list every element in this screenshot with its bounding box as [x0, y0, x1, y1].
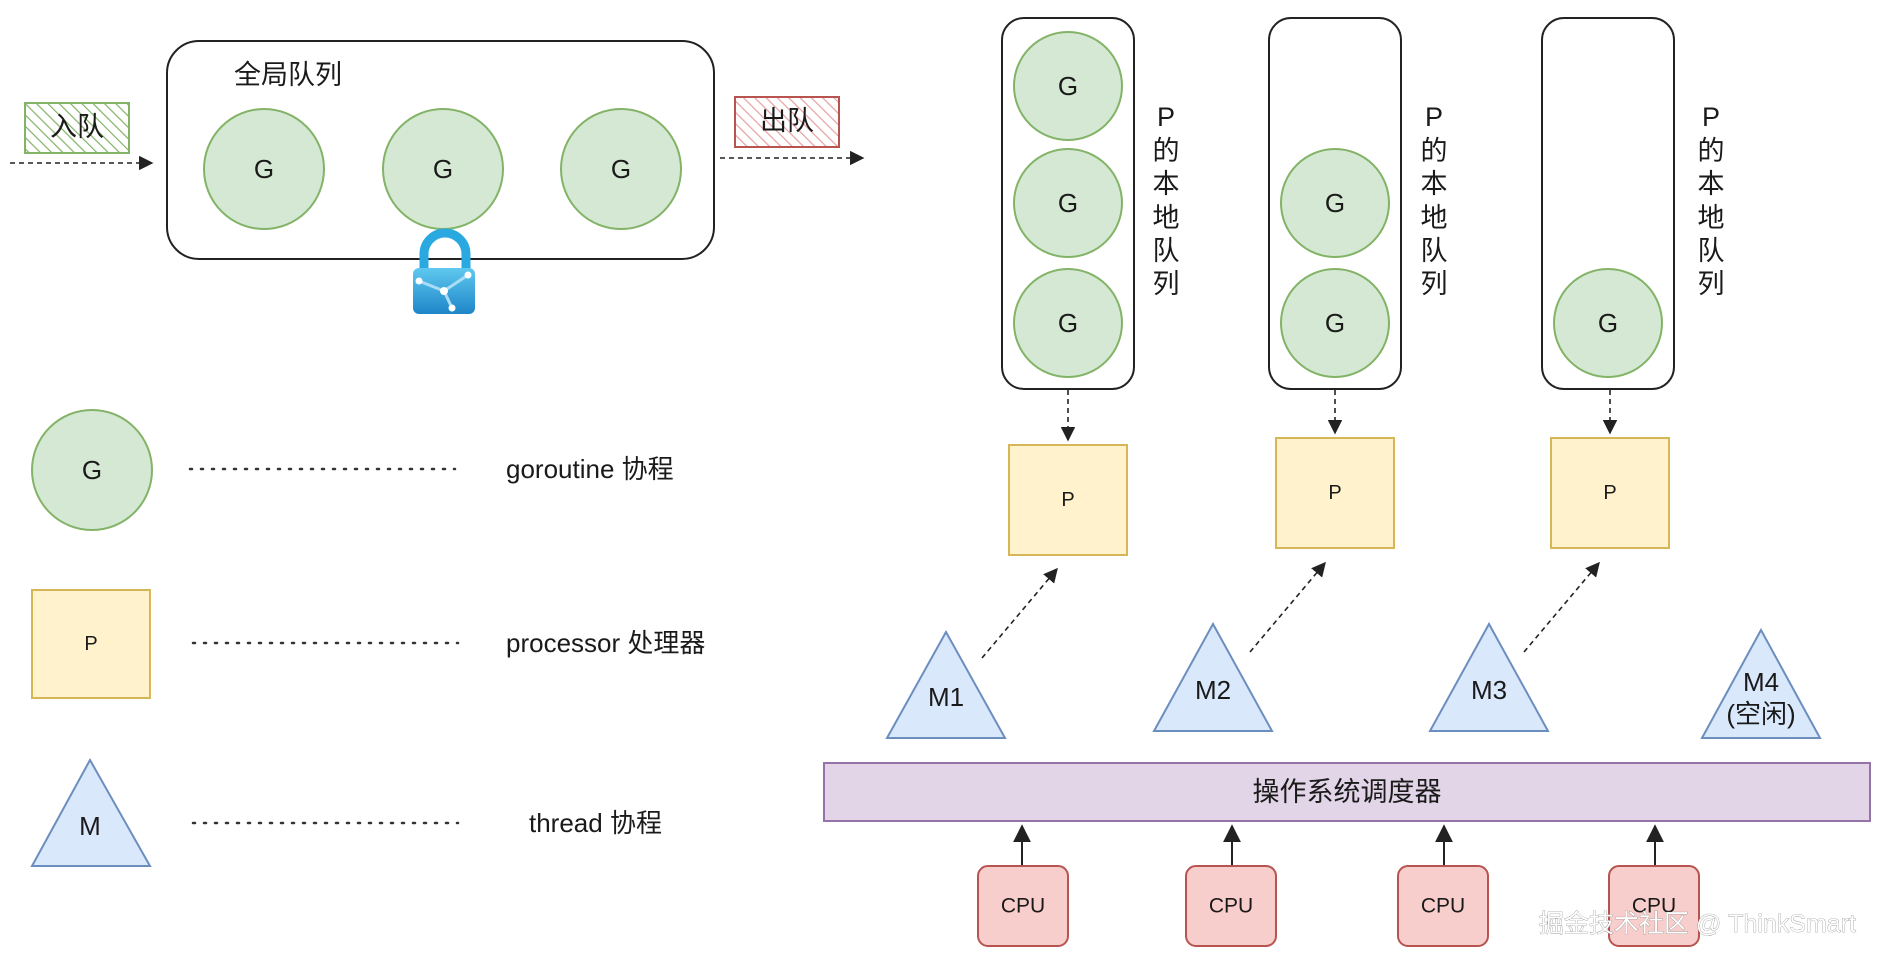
local-queue-2-label: P 的 本 地 队 列 [1421, 102, 1448, 299]
svg-text:CPU: CPU [1632, 895, 1676, 918]
legend-thread-symbol [30, 757, 152, 867]
local-goroutine: G [1013, 268, 1123, 378]
svg-text:G: G [1598, 308, 1618, 338]
enqueue-label: 入队 [24, 102, 130, 154]
svg-text:G: G [433, 154, 453, 184]
thread-to-processor-arrow [981, 567, 1058, 659]
local-queue-1-label: P 的 本 地 队 列 [1153, 102, 1180, 299]
local-queue-2: G G [1268, 17, 1402, 390]
processor-3: P [1550, 437, 1670, 549]
svg-text:G: G [1058, 188, 1078, 218]
svg-text:G: G [1058, 71, 1078, 101]
svg-text:P: P [1061, 489, 1074, 511]
legend-goroutine-symbol: G [31, 409, 153, 531]
svg-text:CPU: CPU [1421, 895, 1465, 918]
cpu-3: CPU [1397, 865, 1489, 947]
local-goroutine: G [1013, 148, 1123, 258]
os-scheduler: 操作系统调度器 [823, 762, 1871, 822]
global-queue-title: 全局队列 [234, 60, 342, 90]
legend-processor-symbol-label: P [84, 633, 97, 655]
cpu-2: CPU [1185, 865, 1277, 947]
svg-text:操作系统调度器: 操作系统调度器 [1253, 777, 1442, 807]
local-goroutine: G [1553, 268, 1663, 378]
thread-to-processor-arrow [1249, 561, 1326, 653]
thread-m3: M3 [1428, 621, 1550, 732]
svg-text:的: 的 [1421, 136, 1448, 166]
svg-text:列: 列 [1698, 269, 1725, 299]
svg-text:CPU: CPU [1209, 895, 1253, 918]
svg-text:出队: 出队 [760, 106, 814, 136]
global-goroutine: G [382, 108, 504, 230]
legend-processor: P processor 处理器 [31, 589, 705, 699]
cpu-1: CPU [977, 865, 1069, 947]
svg-text:P: P [1328, 482, 1341, 504]
legend-goroutine-text: goroutine 协程 [506, 454, 674, 484]
lock-icon [413, 228, 475, 314]
thread-to-processor-arrow [1523, 561, 1600, 653]
legend-thread-symbol-label: M [79, 811, 101, 841]
legend-processor-text: processor 处理器 [506, 628, 705, 658]
svg-text:M4: M4 [1743, 667, 1779, 697]
svg-text:入队: 入队 [50, 112, 104, 142]
svg-text:队: 队 [1153, 236, 1180, 266]
svg-text:M3: M3 [1471, 675, 1507, 705]
thread-m2: M2 [1152, 621, 1274, 732]
svg-text:地: 地 [1421, 203, 1448, 233]
svg-text:本: 本 [1698, 169, 1725, 199]
local-queue-3: G [1541, 17, 1675, 390]
svg-text:G: G [254, 154, 274, 184]
svg-text:列: 列 [1153, 269, 1180, 299]
svg-text:本: 本 [1153, 169, 1180, 199]
svg-text:的: 的 [1153, 136, 1180, 166]
svg-text:G: G [82, 455, 102, 485]
thread-m4-idle: M4 (空闲) [1700, 627, 1822, 739]
legend-thread-text: thread 协程 [529, 808, 662, 838]
cpu-4: CPU [1608, 865, 1700, 947]
global-goroutine: G [560, 108, 682, 230]
global-goroutine: G [203, 108, 325, 230]
svg-text:地: 地 [1698, 203, 1725, 233]
dequeue-label: 出队 [734, 96, 840, 148]
svg-text:P: P [1425, 102, 1443, 132]
legend-thread: M thread 协程 [30, 757, 662, 867]
svg-text:M2: M2 [1195, 675, 1231, 705]
svg-text:地: 地 [1153, 203, 1180, 233]
svg-text:P: P [1157, 102, 1175, 132]
local-goroutine: G [1280, 268, 1390, 378]
svg-text:G: G [1325, 188, 1345, 218]
svg-text:M1: M1 [928, 682, 964, 712]
svg-text:本: 本 [1421, 169, 1448, 199]
local-goroutine: G [1280, 148, 1390, 258]
local-queue-3-label: P 的 本 地 队 列 [1698, 102, 1725, 299]
processor-2: P [1275, 437, 1395, 549]
thread-m1: M1 [885, 629, 1007, 739]
svg-text:G: G [611, 154, 631, 184]
local-queue-1: G G G [1001, 17, 1135, 390]
svg-text:(空闲): (空闲) [1726, 699, 1795, 729]
svg-text:P: P [1702, 102, 1720, 132]
svg-text:列: 列 [1421, 269, 1448, 299]
svg-text:队: 队 [1698, 236, 1725, 266]
legend-goroutine: G goroutine 协程 [31, 409, 674, 531]
processor-1: P [1008, 444, 1128, 556]
svg-text:的: 的 [1698, 136, 1725, 166]
svg-text:G: G [1325, 308, 1345, 338]
svg-text:CPU: CPU [1001, 895, 1045, 918]
local-goroutine: G [1013, 31, 1123, 141]
svg-text:队: 队 [1421, 236, 1448, 266]
svg-text:G: G [1058, 308, 1078, 338]
legend-processor-symbol [31, 589, 151, 699]
watermark: 掘金技术社区 @ ThinkSmart [1539, 910, 1856, 938]
svg-text:P: P [1603, 482, 1616, 504]
